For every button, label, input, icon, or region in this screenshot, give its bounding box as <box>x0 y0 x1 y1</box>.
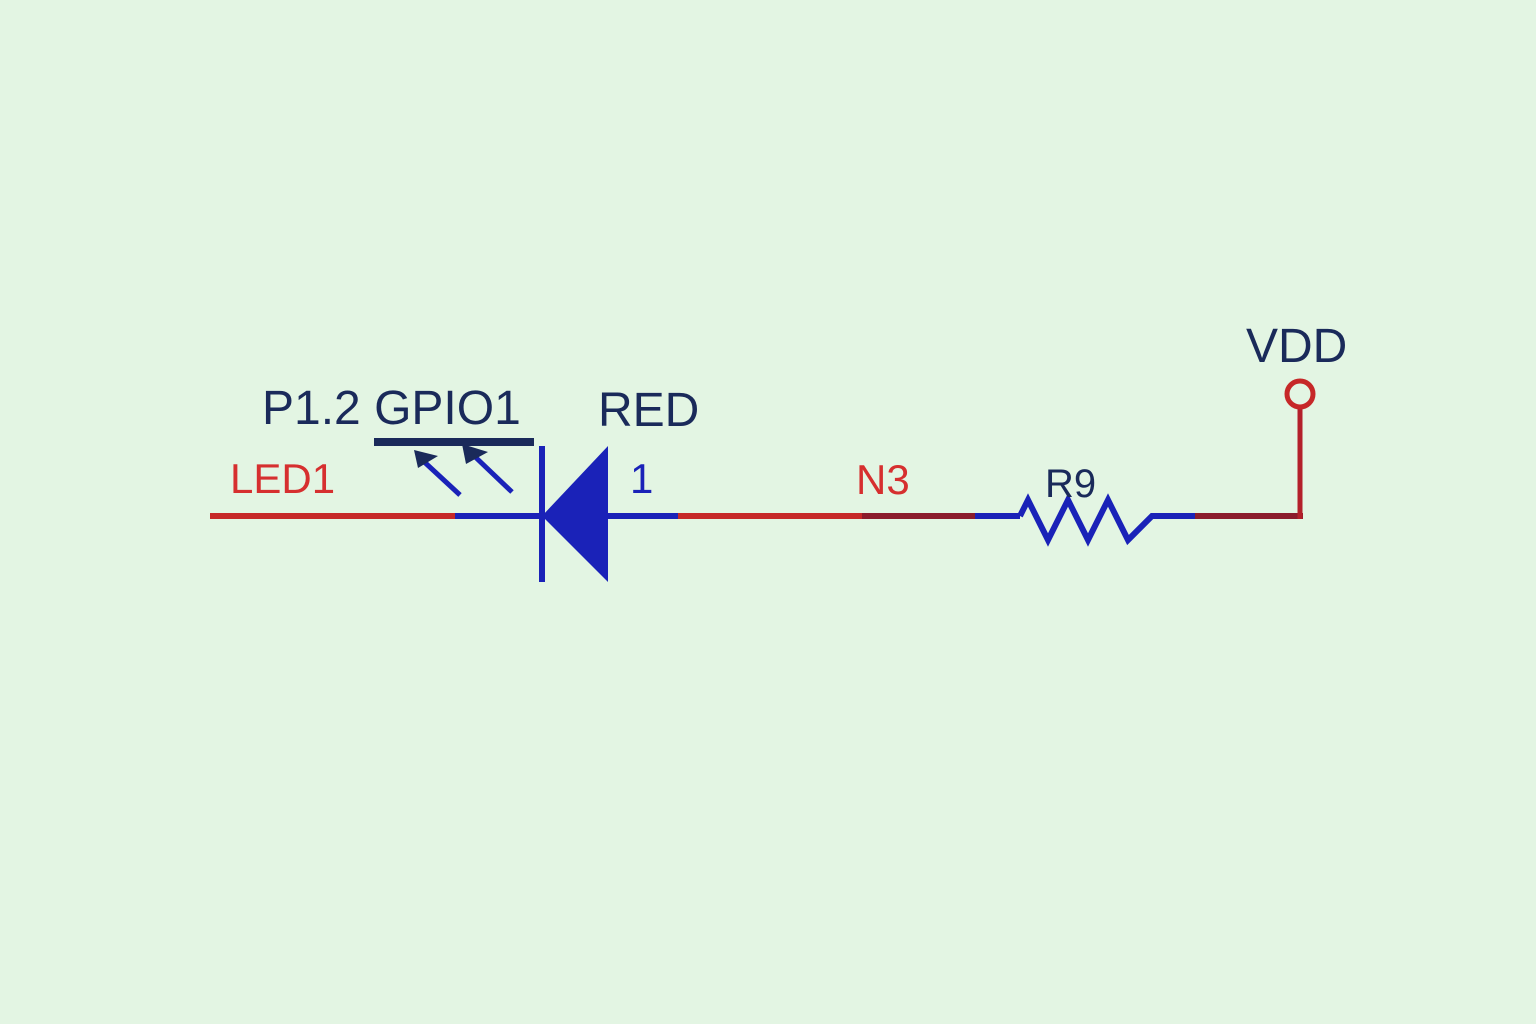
led-value-label: RED <box>598 384 699 437</box>
led-emission-line-1 <box>418 456 462 497</box>
led-emission-line-2 <box>468 450 514 494</box>
resistor-designator-label: R9 <box>1045 462 1096 506</box>
resistor-r9-symbol <box>1017 493 1195 547</box>
pin-number-label: 1 <box>630 455 653 502</box>
pin-label: P1.2 GPIO1 <box>262 382 521 435</box>
led-emission-arrow-2-icon <box>462 444 488 464</box>
led-triangle-icon <box>542 446 608 582</box>
led-emission-arrow-1-icon <box>414 450 438 468</box>
net-label-led1: LED1 <box>230 455 335 502</box>
power-label-vdd: VDD <box>1246 320 1347 373</box>
vdd-terminal-icon <box>1284 378 1316 410</box>
net-label-n3: N3 <box>856 456 910 503</box>
